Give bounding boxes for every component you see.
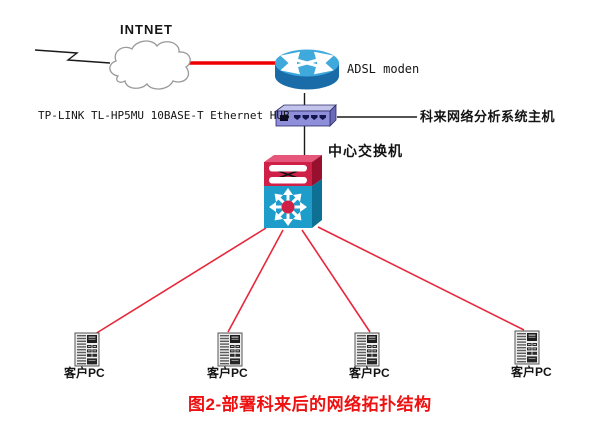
internet-label: INTNET <box>120 22 173 37</box>
hub-label: TP-LINK TL-HP5MU 10BASE-T Ethernet HUB <box>38 109 290 122</box>
adsl-modem-icon <box>275 49 339 90</box>
internet-cloud-icon <box>109 40 191 90</box>
client-pc-label: 客户PC <box>207 366 248 380</box>
pc-icon <box>74 332 100 367</box>
switch-to-pc3-link <box>301 229 371 333</box>
pc-icon <box>217 332 243 367</box>
figure-caption: 图2-部署科来后的网络拓扑结构 <box>188 395 432 414</box>
central-switch-label: 中心交换机 <box>328 143 403 159</box>
wan-squiggle-line <box>34 49 111 64</box>
ethernet-hub-icon <box>274 104 337 127</box>
pc-icon <box>514 330 540 365</box>
client-pc-label: 客户PC <box>64 366 105 380</box>
switch-to-pc4-link <box>317 226 525 331</box>
client-pc-label: 客户PC <box>349 366 390 380</box>
pc-icon <box>354 332 380 367</box>
switch-to-pc1-link <box>94 227 267 335</box>
switch-to-pc2-link <box>227 229 284 333</box>
client-pc-label: 客户PC <box>511 365 552 379</box>
analyzer-host-label: 科来网络分析系统主机 <box>420 109 556 124</box>
adsl-modem-label: ADSL moden <box>347 62 420 76</box>
central-switch-icon <box>264 155 322 228</box>
